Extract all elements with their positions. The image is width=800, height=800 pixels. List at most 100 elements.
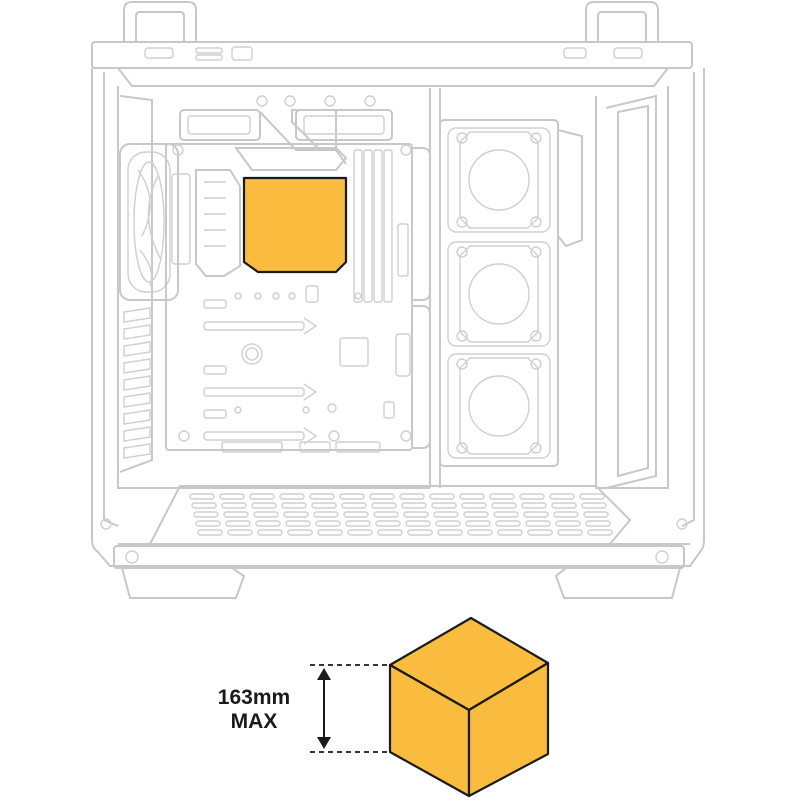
vent-slot <box>123 324 151 340</box>
mesh-slot <box>553 511 579 518</box>
mesh-slot <box>489 493 515 500</box>
mesh-slot <box>313 511 339 518</box>
mesh-slot <box>463 511 489 518</box>
mb-screw <box>354 292 362 300</box>
mesh-slot <box>347 529 373 536</box>
front-fan <box>447 353 551 459</box>
mesh-slot <box>579 493 605 500</box>
vent-slot <box>123 341 151 357</box>
mesh-slot <box>493 511 519 518</box>
mesh-slot <box>189 493 215 500</box>
case-body <box>91 68 705 567</box>
mesh-slot <box>583 511 609 518</box>
mesh-slot <box>407 529 433 536</box>
mesh-slot <box>459 493 485 500</box>
mesh-slot <box>401 502 427 509</box>
mesh-slot <box>311 502 337 509</box>
mesh-slot <box>341 502 367 509</box>
mesh-slot <box>555 520 581 527</box>
mesh-slot <box>285 520 311 527</box>
case-top-handles <box>123 1 659 42</box>
mesh-slot <box>587 529 613 536</box>
dimension-suffix: MAX <box>231 710 278 733</box>
vent-slot <box>123 375 151 391</box>
mesh-slot <box>435 520 461 527</box>
vent-slot <box>123 443 151 459</box>
mesh-slot <box>253 511 279 518</box>
mesh-slot <box>467 529 493 536</box>
mesh-slot <box>191 502 217 509</box>
mesh-slot <box>369 493 395 500</box>
mesh-slot <box>521 502 547 509</box>
mesh-slot <box>317 529 343 536</box>
mb-screw <box>234 406 242 414</box>
mesh-slot <box>227 529 253 536</box>
mesh-slot <box>585 520 611 527</box>
mesh-slot <box>551 502 577 509</box>
vent-slot <box>123 392 151 408</box>
mb-screw <box>302 406 310 414</box>
mesh-slot <box>495 520 521 527</box>
front-fan <box>447 241 551 347</box>
mesh-slot <box>315 520 341 527</box>
mesh-slot <box>255 520 281 527</box>
rear-fan <box>119 143 179 301</box>
cooler-cube-icon <box>388 616 550 798</box>
mesh-slot <box>343 511 369 518</box>
mesh-slot <box>523 511 549 518</box>
mesh-slot <box>403 511 429 518</box>
mesh-slot <box>249 493 275 500</box>
mesh-slot <box>465 520 491 527</box>
mesh-slot <box>375 520 401 527</box>
vent-slot <box>123 358 151 374</box>
cpu-cooler-zone <box>242 176 348 274</box>
front-fan <box>447 127 551 233</box>
height-dimension: 163mm MAX <box>218 664 390 753</box>
mesh-slot <box>371 502 397 509</box>
mesh-slot <box>527 529 553 536</box>
mesh-slot <box>497 529 523 536</box>
mesh-slot <box>429 493 455 500</box>
mesh-slot <box>461 502 487 509</box>
mesh-slot <box>431 502 457 509</box>
dimension-value: 163mm <box>218 686 290 709</box>
mesh-slot <box>197 529 223 536</box>
arrow-head-bottom <box>317 737 331 749</box>
mesh-slot <box>219 493 245 500</box>
mesh-slot <box>257 529 283 536</box>
mesh-slot <box>195 520 221 527</box>
mb-screw <box>272 292 280 300</box>
arrow-head-top <box>317 668 331 680</box>
mesh-slot <box>399 493 425 500</box>
case-base-feet <box>113 543 690 599</box>
mesh-slot <box>225 520 251 527</box>
mesh-slot <box>223 511 249 518</box>
mesh-slot <box>281 502 307 509</box>
mb-screw <box>254 292 262 300</box>
vent-slot <box>123 307 151 323</box>
mesh-slot <box>193 511 219 518</box>
motherboard <box>165 95 413 453</box>
mesh-slot <box>519 493 545 500</box>
case-top-frame <box>91 41 693 87</box>
mesh-slot <box>251 502 277 509</box>
mesh-slot <box>525 520 551 527</box>
mesh-slot <box>339 493 365 500</box>
mesh-slot <box>373 511 399 518</box>
mesh-slot <box>437 529 463 536</box>
mesh-slot <box>221 502 247 509</box>
mesh-slot <box>279 493 305 500</box>
mesh-slot <box>377 529 403 536</box>
mesh-slot <box>287 529 313 536</box>
mesh-slot <box>309 493 335 500</box>
mesh-slot <box>491 502 517 509</box>
vent-slot <box>123 409 151 425</box>
cable-cutouts <box>412 147 431 449</box>
mesh-slot <box>581 502 607 509</box>
mesh-slot <box>345 520 371 527</box>
mesh-slot <box>405 520 431 527</box>
mesh-slot <box>549 493 575 500</box>
vent-slot <box>123 426 151 442</box>
mesh-slot <box>557 529 583 536</box>
